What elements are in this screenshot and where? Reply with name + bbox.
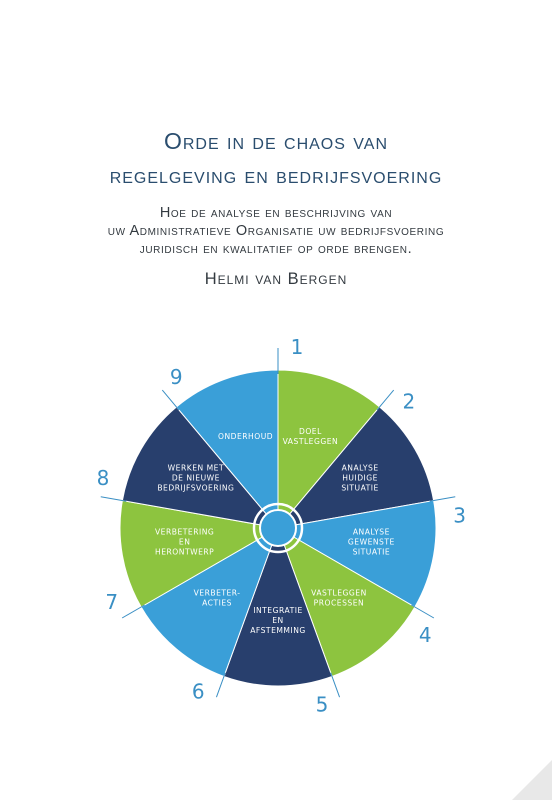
wheel-divider-tick [215, 672, 226, 698]
corner-watermark [512, 760, 552, 800]
wheel-step-number-7: 7 [105, 590, 118, 614]
wheel-divider-tick [100, 496, 127, 502]
wheel-segment-6 [140, 526, 279, 678]
wheel-segment-3 [276, 499, 437, 608]
wheel-step-number-5: 5 [316, 693, 329, 717]
center-ring-outer [252, 502, 304, 554]
center-hub [259, 509, 297, 547]
wheel-divider-tick [330, 672, 341, 698]
wheel-segment-label-9: ONDERHOUD [218, 432, 273, 441]
wheel-divider-tick [429, 496, 456, 502]
subtitle-line-1: Hoe de analyse en beschrijving van [159, 205, 393, 221]
subtitle-line-2: uw Administratieve Organisatie uw bedrij… [107, 223, 445, 239]
subtitle-line-3: juridisch en kwalitatief op orde brengen… [139, 241, 413, 257]
wheel-divider-tick [121, 604, 145, 619]
wheel-segment-8 [121, 406, 280, 529]
wheel-divider-tick [161, 389, 180, 411]
wheel-step-number-3: 3 [453, 503, 465, 527]
wheel-divider-tick [376, 389, 395, 411]
wheel-step-number-8: 8 [97, 466, 110, 490]
wheel-segment-2 [276, 406, 435, 529]
wheel-segment-9 [175, 369, 279, 530]
wheel-step-number-2: 2 [403, 390, 416, 414]
wheel-step-number-1: 1 [291, 338, 304, 359]
book-title-line-2: regelgeving en bedrijfsvoering [109, 162, 443, 188]
wheel-segment-1 [277, 369, 381, 530]
wheel-step-number-6: 6 [192, 680, 205, 704]
wheel-step-number-4: 4 [419, 623, 432, 647]
wheel-segment-label-6: VERBETER-ACTIES [194, 589, 241, 608]
wheel-segment-5 [223, 526, 333, 687]
wheel-divider-tick [411, 604, 435, 619]
wheel-segment-4 [277, 526, 416, 678]
wheel-segment-7 [119, 499, 280, 608]
author-name: Helmi van Bergen [204, 270, 348, 288]
book-title-line-1: Orde in de chaos van [163, 128, 389, 154]
wheel-step-number-9: 9 [170, 365, 183, 389]
